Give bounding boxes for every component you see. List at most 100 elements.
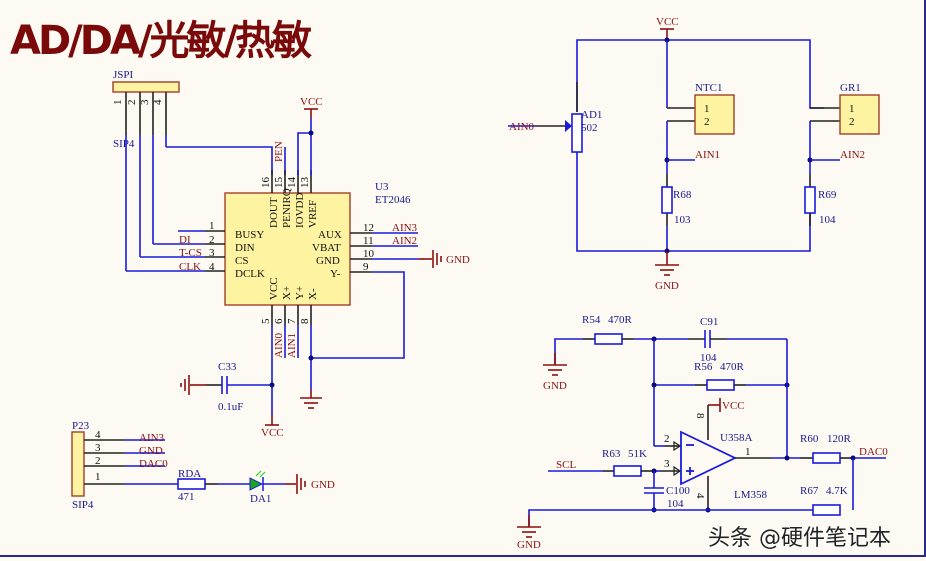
u358-part: LM358 xyxy=(734,489,768,501)
u358-pin-2: 2 xyxy=(664,433,670,445)
u3-pin-4: 4 xyxy=(209,261,215,273)
r67-value: 4.7K xyxy=(826,485,848,497)
u3-pin-name-dout: DOUT xyxy=(268,197,280,228)
gnd-label-sensors: GND xyxy=(655,280,679,292)
c33-capacitor: C33 0.1uF VCC xyxy=(180,361,284,439)
net-pen: PEN xyxy=(273,141,285,162)
u3-pin-name-aux: AUX xyxy=(318,229,342,241)
vcc-label-u3: VCC xyxy=(300,96,323,108)
r69-value: 104 xyxy=(819,214,836,226)
gnd-label-da1: GND xyxy=(311,479,335,491)
c33-ref: C33 xyxy=(218,361,237,373)
u3-pin-name-busy: BUSY xyxy=(235,229,264,241)
r69-ref: R69 xyxy=(818,189,837,201)
u3-pin-6: 6 xyxy=(273,318,285,324)
u3-pin-name-y-plus: Y+ xyxy=(294,286,306,300)
u3-pin-13: 13 xyxy=(299,177,311,189)
net-ain0-u3: AIN0 xyxy=(273,332,285,358)
p23-body xyxy=(71,431,85,497)
r54-value: 470R xyxy=(608,314,633,326)
net-ain2: AIN2 xyxy=(840,149,865,161)
net-ain1-u3: AIN1 xyxy=(286,333,298,358)
u358-pin-4: 4 xyxy=(694,493,706,499)
u358-ref: U358A xyxy=(720,432,752,444)
u3-pin-name-iovdd: IOVDD xyxy=(294,193,306,228)
p23-pin-2: 2 xyxy=(95,455,101,467)
u3-pin-name-x-minus: X- xyxy=(307,288,319,300)
jspi-pin-2: 2 xyxy=(126,100,138,106)
net-dac0-r60: DAC0 xyxy=(859,446,888,458)
u3-pin-5: 5 xyxy=(260,318,272,324)
net-ain0-ad1: AIN0 xyxy=(509,121,535,133)
net-gnd-p23: GND xyxy=(139,445,163,457)
gnd-label-rail: GND xyxy=(517,539,541,551)
ad1-value: 502 xyxy=(581,122,598,134)
u3-pin-15: 15 xyxy=(273,177,285,189)
p23-pin-3: 3 xyxy=(95,442,101,454)
rda-ref: RDA xyxy=(178,468,201,480)
jspi-connector: JSPI 1 2 3 4 SIP4 xyxy=(112,69,180,271)
da1-led: GND DA1 xyxy=(249,470,335,505)
u3-pin-16: 16 xyxy=(260,177,272,189)
u3-pin-name-gnd: GND xyxy=(316,255,340,267)
u358-pin-1: 1 xyxy=(745,446,751,458)
r63-value: 51K xyxy=(628,448,647,460)
u3-pin-name-cs: CS xyxy=(235,255,248,267)
gr1-ref: GR1 xyxy=(840,82,861,94)
r60-ref: R60 xyxy=(800,433,819,445)
u3-pin-name-vcc: VCC xyxy=(268,277,280,300)
u3-pin-name-x-plus: X+ xyxy=(281,286,293,300)
net-ain3-p23: AIN3 xyxy=(139,432,165,444)
u3-pin-9: 9 xyxy=(363,261,369,273)
net-di: DI xyxy=(179,234,191,246)
vcc-label-sensors: VCC xyxy=(656,16,679,28)
net-dac0-p23: DAC0 xyxy=(139,458,168,470)
u3-pin-14: 14 xyxy=(286,177,298,189)
r63-ref: R63 xyxy=(602,448,621,460)
r56-ref: R56 xyxy=(694,361,713,373)
u3-pin-10: 10 xyxy=(363,248,375,260)
p23-type: SIP4 xyxy=(72,499,94,511)
c91-value: 104 xyxy=(700,352,717,364)
u3-chip: U3 ET2046 16 15 14 13 PEN DOUT PENIRQ IO… xyxy=(126,96,470,415)
dac-opamp-section: GND R54 470R C91 104 R56 470R xyxy=(517,314,888,551)
rda-resistor: RDA 471 xyxy=(177,468,250,503)
p23-pin-1: 1 xyxy=(95,471,101,483)
u3-pin-3: 3 xyxy=(209,247,215,259)
da1-ref: DA1 xyxy=(250,493,271,505)
u358-pin-8: 8 xyxy=(694,413,706,419)
jspi-type: SIP4 xyxy=(113,138,135,150)
p23-pin-4: 4 xyxy=(95,429,101,441)
u358-pin-3: 3 xyxy=(664,458,670,470)
jspi-body xyxy=(112,81,180,93)
u3-pin-name-dclk: DCLK xyxy=(235,268,265,280)
watermark: 头条 @硬件笔记本 xyxy=(708,526,891,551)
jspi-pin-1: 1 xyxy=(112,100,124,106)
wire-dout xyxy=(166,146,273,175)
u3-pin-1: 1 xyxy=(209,220,215,232)
r68-ref: R68 xyxy=(673,189,692,201)
u3-pin-name-y-minus: Y- xyxy=(330,268,341,280)
net-ain3-u3: AIN3 xyxy=(392,222,418,234)
sensor-network: VCC AIN0 AD1 502 NTC1 1 2 AIN1 R68 103 xyxy=(508,16,880,292)
opamp-triangle xyxy=(680,430,738,486)
u3-pin-name-vbat: VBAT xyxy=(312,242,341,254)
ntc1-ref: NTC1 xyxy=(695,82,723,94)
gnd-label-u3: GND xyxy=(446,254,470,266)
u3-pin-7: 7 xyxy=(286,318,298,324)
r67-ref: R67 xyxy=(800,485,819,497)
net-clk: CLK xyxy=(179,261,201,273)
vcc-label-c33: VCC xyxy=(261,427,284,439)
r68-value: 103 xyxy=(674,214,691,226)
u3-pin-name-penirq: PENIRQ xyxy=(281,188,293,228)
r60-value: 120R xyxy=(827,433,852,445)
u3-ref: U3 xyxy=(375,181,389,193)
r54-ref: R54 xyxy=(582,314,601,326)
gr1-pin-1: 1 xyxy=(849,103,855,115)
c100-ref: C100 xyxy=(666,485,690,497)
jspi-pin-4: 4 xyxy=(152,99,164,105)
c91-ref: C91 xyxy=(700,316,718,328)
gr1-pin-2: 2 xyxy=(849,116,855,128)
u3-pin-8: 8 xyxy=(299,318,311,324)
